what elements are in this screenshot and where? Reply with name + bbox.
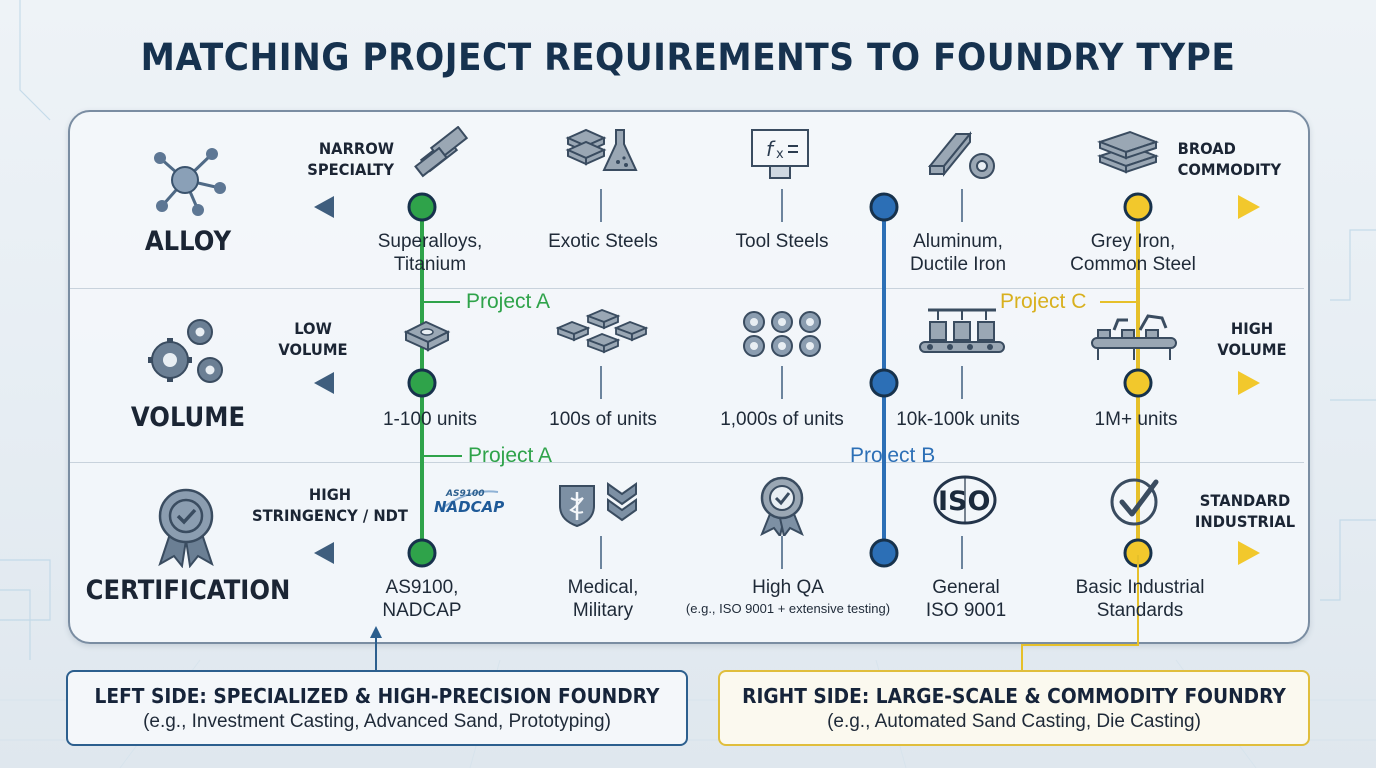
cert-tick-label: High QA [752,577,824,598]
plate-stack-icon [1097,130,1159,174]
project-a-dot [407,368,437,398]
alloy-tick-label: Superalloys, Titanium [377,231,483,275]
rod-bundle-icon [414,126,469,178]
page-title: MATCHING PROJECT REQUIREMENTS TO FOUNDRY… [140,36,1236,79]
cert-tick-label: Medical, Military [567,577,639,621]
single-part-icon [403,320,451,352]
ingot-bar-icon [927,131,995,179]
left-connector-arrow [370,626,382,672]
ingot-flask-icon [565,128,638,171]
nadcap-logo-top: AS9100 [445,489,485,499]
nadcap-logo-main: NADCAP [434,498,504,516]
volume-right-end-label: HIGH VOLUME [1217,319,1287,359]
alloy-tick-label: Exotic Steels [548,231,658,252]
row-label-certification: CERTIFICATION [85,575,291,606]
project-a-dot [407,192,437,222]
row-label-alloy: ALLOY [144,226,232,257]
cert-left-end-label: HIGH STRINGENCY / NDT [252,485,408,525]
right-side-legend: RIGHT SIDE: LARGE-SCALE & COMMODITY FOUN… [718,670,1310,746]
checkmark-circle-icon [1110,478,1159,526]
molecule-icon [154,148,226,216]
qa-seal-icon [760,476,804,536]
alloy-tick-label: Tool Steels [735,231,829,252]
alloy-right-end-label: BROAD COMMODITY [1177,139,1282,179]
production-line-icon [919,308,1005,353]
project-a-label: Project A [466,290,551,313]
cert-tick-label: AS9100, NADCAP [382,577,462,621]
project-b-dot [869,538,899,568]
volume-axis [314,366,1260,399]
robotic-line-icon [1091,314,1177,360]
right-connector-line [1021,555,1139,672]
project-a-dot [407,538,437,568]
part-batch-icon [556,309,649,354]
volume-tick-label: 100s of units [549,409,657,430]
row-divider [70,288,1304,289]
nadcap-logo-icon: AS9100 NADCAP [434,489,504,516]
project-b-label: Project B [850,444,936,467]
right-legend-subtitle: (e.g., Automated Sand Casting, Die Casti… [827,711,1201,732]
cert-tick-label: General ISO 9001 [925,577,1007,621]
alloy-tick-label: Grey Iron, Common Steel [1070,231,1196,275]
medical-military-icon [559,482,637,528]
volume-tick-label: 1M+ units [1094,409,1178,430]
iso-logo-text: ISO [938,486,990,517]
volume-tick-label: 1-100 units [382,409,477,430]
award-ribbon-icon [158,488,214,568]
cert-tick-note: (e.g., ISO 9001 + extensive testing) [685,601,891,616]
row-label-volume: VOLUME [130,402,246,433]
svg-text:x: x [776,147,784,162]
left-side-legend: LEFT SIDE: SPECIALIZED & HIGH-PRECISION … [66,670,688,746]
alloy-axis [314,189,1260,222]
formula-icon: f x [751,129,809,179]
project-c-dot [1123,368,1153,398]
project-b-dot [869,368,899,398]
left-legend-title: LEFT SIDE: SPECIALIZED & HIGH-PRECISION … [94,684,660,708]
cert-tick-label: Basic Industrial Standards [1075,577,1205,621]
volume-tick-label: 10k-100k units [896,409,1020,430]
row-divider [70,462,1304,463]
left-legend-subtitle: (e.g., Investment Casting, Advanced Sand… [143,711,611,732]
svg-text:f: f [766,137,776,161]
alloy-left-end-label: NARROW SPECIALTY [307,139,394,179]
right-legend-title: RIGHT SIDE: LARGE-SCALE & COMMODITY FOUN… [742,684,1286,708]
cert-right-end-label: STANDARD INDUSTRIAL [1194,491,1296,531]
gear-array-icon [743,311,821,357]
project-b-dot [869,192,899,222]
alloy-tick-label: Aluminum, Ductile Iron [909,231,1007,275]
project-c-dot [1123,192,1153,222]
gears-icon [148,319,223,383]
cert-axis [314,536,1260,569]
project-c-label: Project C [1000,290,1087,313]
iso-logo-icon: ISO [933,475,997,525]
volume-left-end-label: LOW VOLUME [278,319,348,359]
project-a-label: Project A [468,444,553,467]
volume-tick-label: 1,000s of units [720,409,844,430]
